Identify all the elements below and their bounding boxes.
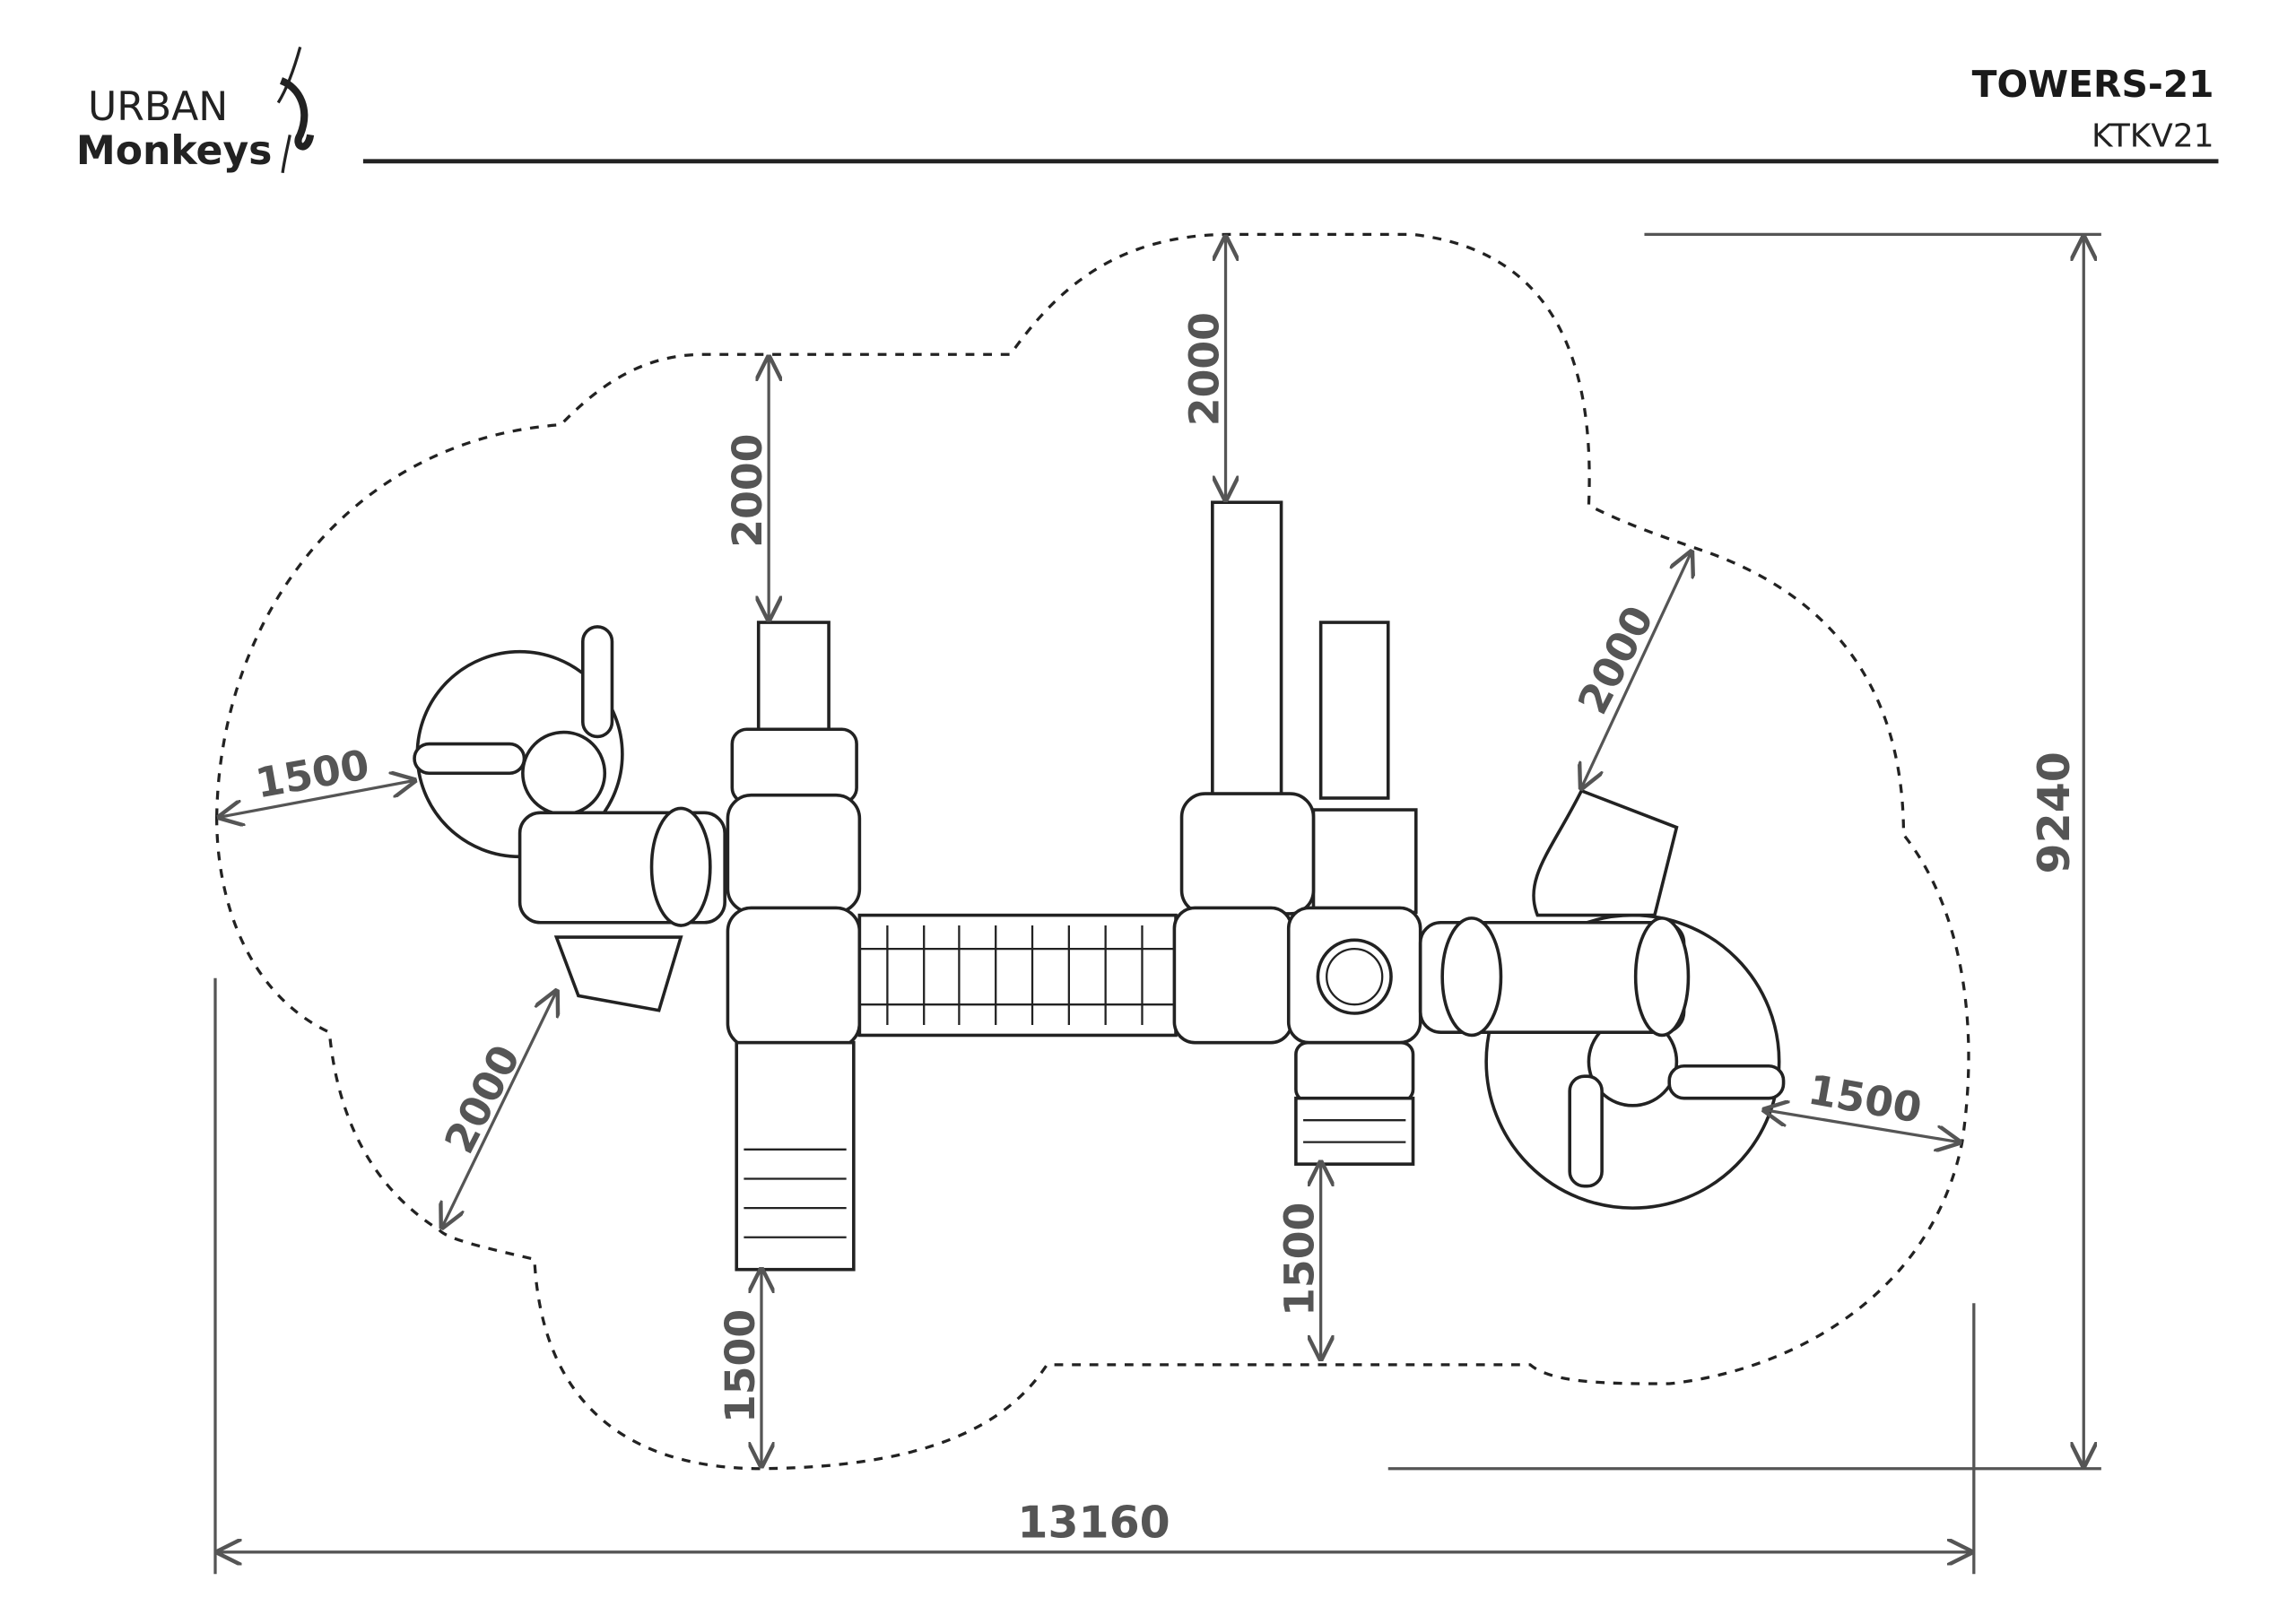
right-slide-exit	[1532, 788, 1679, 917]
panel-deck	[1311, 808, 1418, 915]
dim-total-depth: 9240	[2029, 751, 2080, 873]
logo-text-monkeys: Monkeys	[76, 128, 273, 174]
left-tower-roof	[756, 621, 831, 742]
left-slide-exit	[553, 935, 683, 1012]
left-stairs	[735, 1040, 856, 1272]
dim-left: 1500	[252, 741, 372, 807]
safety-zone-boundary	[214, 232, 1970, 1471]
right-stairs	[1294, 1096, 1415, 1166]
dim-top-right: 2000	[1569, 598, 1663, 721]
left-tower-upper	[726, 793, 862, 915]
logo-text-urban: URBAN	[88, 84, 228, 130]
product-code: KTKV21	[2092, 117, 2214, 154]
brand-logo: URBAN Monkeys	[76, 47, 315, 174]
play-structure	[413, 500, 1786, 1272]
dim-bottom-left: 2000	[436, 1038, 530, 1160]
right-tower-roof	[1318, 621, 1390, 800]
dim-top-center: 2000	[1180, 312, 1228, 426]
left-tower-lower	[726, 906, 862, 1049]
rope-bridge	[857, 913, 1178, 1038]
dim-bottom-stairs-right: 1500	[1275, 1203, 1323, 1316]
center-tower-roof	[1211, 500, 1283, 797]
product-title: TOWERS-21	[1972, 63, 2214, 106]
porthole	[1316, 938, 1393, 1015]
center-tower-lower	[1172, 906, 1293, 1045]
center-tower-upper	[1179, 792, 1316, 916]
dim-top-left: 2000	[724, 434, 771, 548]
monkey-icon	[276, 47, 315, 174]
dim-right: 1500	[1805, 1066, 1925, 1133]
dim-bottom-stairs-left: 1500	[717, 1309, 764, 1423]
dim-total-width: 13160	[1017, 1497, 1170, 1548]
